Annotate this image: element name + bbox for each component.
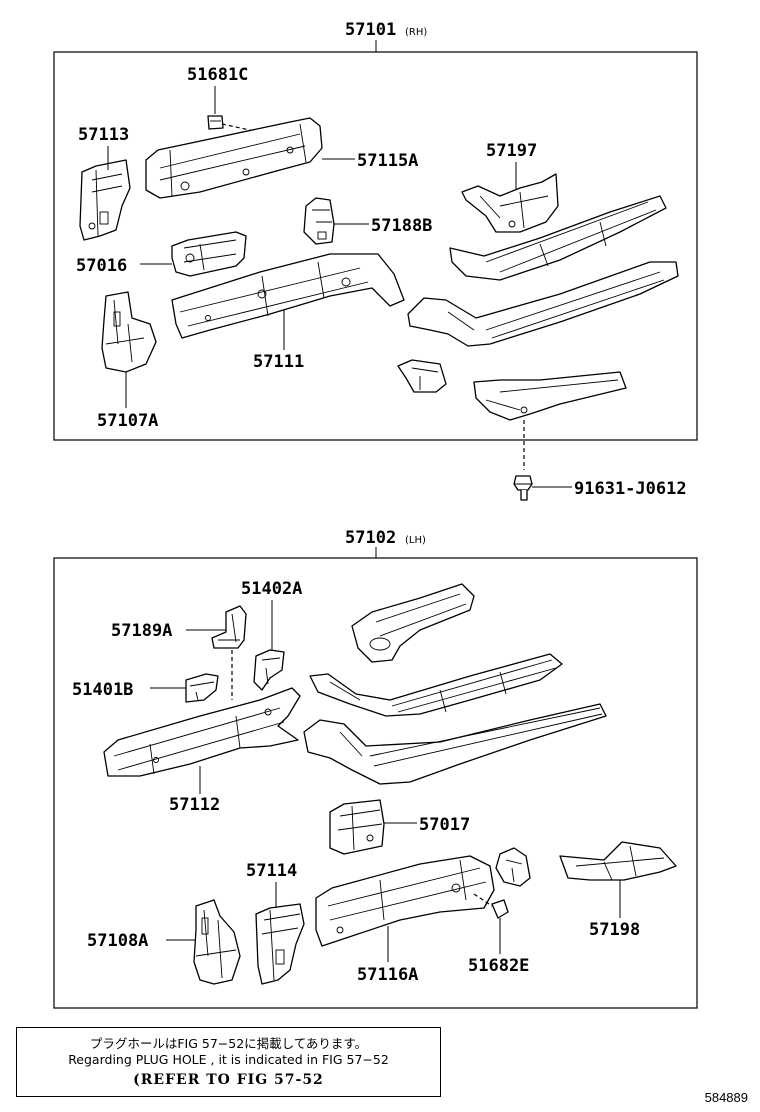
lower-assembly-side: (LH) [405,535,426,546]
part-57188B[interactable] [303,197,335,245]
leader-51682E-dash [473,893,493,907]
callout-57115A[interactable]: 57115A [357,151,418,171]
part-57107A[interactable] [101,291,157,373]
callout-57017[interactable]: 57017 [419,815,470,835]
note-japanese: プラグホールはFIG 57−52に掲載してあります。 [89,1036,368,1051]
upper-assembly-frame [53,51,698,441]
part-51401B[interactable] [185,673,219,703]
part-small-bracket [397,359,447,393]
lower-assembly-part-no[interactable]: 57102 [345,528,396,548]
part-57197-rail [449,195,667,281]
upper-assembly-side: (RH) [405,27,427,38]
part-57108A[interactable] [193,899,241,985]
part-57189A[interactable] [211,605,247,649]
callout-91631-J0612[interactable]: 91631-J0612 [574,479,687,499]
part-57115A[interactable] [145,117,323,199]
part-lower-rail [473,371,627,421]
part-57017[interactable] [329,799,385,855]
part-lh-sill [303,703,607,785]
callout-57016[interactable]: 57016 [76,256,127,276]
part-57016[interactable] [171,231,247,277]
part-51402A[interactable] [253,649,285,691]
callout-57107A[interactable]: 57107A [97,411,158,431]
lower-assembly: 57102 (LH) 51402A 57189A 51401B [53,528,698,1009]
callout-57116A[interactable]: 57116A [357,965,418,985]
part-51681C[interactable] [207,115,224,130]
callout-57113[interactable]: 57113 [78,125,129,145]
callout-57111[interactable]: 57111 [253,352,304,372]
bolt-icon[interactable] [513,475,533,501]
callout-51401B[interactable]: 51401B [72,680,133,700]
part-small-bracket-lh [495,847,531,887]
leader-51681C-dash [221,123,269,135]
callout-51402A[interactable]: 51402A [241,579,302,599]
callout-57112[interactable]: 57112 [169,795,220,815]
callout-57114[interactable]: 57114 [246,861,297,881]
part-57114[interactable] [255,903,305,985]
part-57198[interactable] [559,841,677,881]
plug-hole-note: プラグホールはFIG 57−52に掲載してあります。 Regarding PLU… [16,1027,441,1097]
callout-57197[interactable]: 57197 [486,141,537,161]
callout-57188B[interactable]: 57188B [371,216,432,236]
upper-assembly-part-no[interactable]: 57101 [345,20,396,40]
part-lh-rail [309,653,563,717]
part-upper-bracket [351,583,475,663]
part-57116A[interactable] [315,855,495,947]
callout-51682E[interactable]: 51682E [468,956,529,976]
callout-57198[interactable]: 57198 [589,920,640,940]
part-51682E[interactable] [491,899,509,919]
diagram-id: 584889 [704,1090,748,1105]
upper-assembly: 57101 (RH) 51681C 57115A 57113 [53,20,698,501]
part-side-sill [407,261,679,347]
note-refer-link[interactable]: (REFER TO FIG 57-52 [133,1072,324,1088]
callout-57108A[interactable]: 57108A [87,931,148,951]
part-57113[interactable] [79,159,131,241]
part-57197[interactable] [461,173,559,233]
callout-57189A[interactable]: 57189A [111,621,172,641]
callout-51681C[interactable]: 51681C [187,65,248,85]
note-english: Regarding PLUG HOLE , it is indicated in… [68,1052,389,1067]
part-57112[interactable] [103,687,301,777]
part-57111[interactable] [171,253,405,339]
lower-assembly-frame [53,557,698,1009]
